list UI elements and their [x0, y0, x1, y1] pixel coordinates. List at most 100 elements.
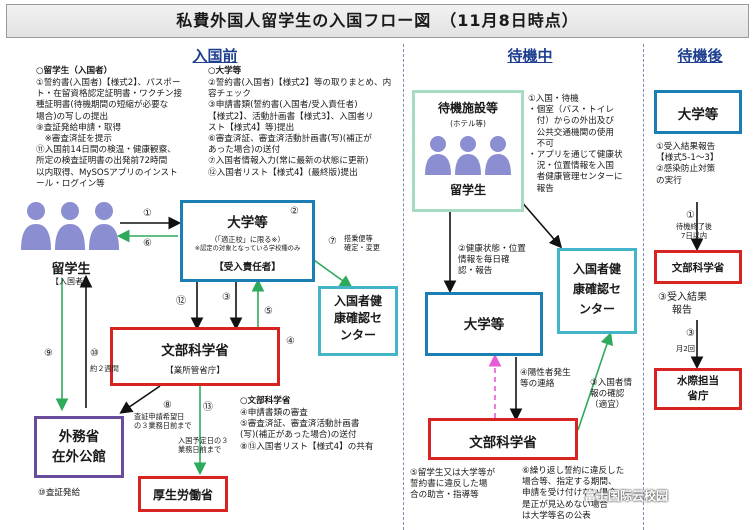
- watermark-text: 富士国际云校园: [584, 489, 669, 503]
- student-line: 種証明書(待機期間の短縮が必要な: [36, 100, 169, 111]
- waiting-step-4-line: ④陽性者発生: [520, 368, 571, 378]
- waiting-step-6-line: は大学等名の公表: [522, 510, 591, 521]
- waiting-step-4-note: ④陽性者発生 等の連絡: [520, 368, 571, 390]
- mhlw-box: 厚生労働省: [138, 476, 228, 512]
- student-line: 場合)の写しの提出: [36, 111, 109, 122]
- after-step-1-line: の実行: [656, 175, 682, 186]
- section-divider-2: [643, 44, 644, 530]
- step-6-label: ⑥: [143, 238, 152, 249]
- waiting-line: 況・位置情報を入国: [528, 161, 614, 172]
- student-text-head: ○留学生（入国者）: [36, 66, 113, 76]
- step-13-note-line: 業務日前まで: [178, 445, 222, 454]
- waiting-step-6-line: 是正が見込めない場合: [522, 499, 608, 510]
- step-3-label: ③: [222, 292, 231, 303]
- waiting-step-5-line: 誓約書に違反した場: [410, 479, 488, 490]
- after-mext-title: 文部科学省: [671, 262, 725, 274]
- university-box-sub: 【受入責任者】: [214, 262, 281, 273]
- waiting-health-center-line: ンター: [578, 302, 615, 316]
- university-line: 容チェック: [208, 89, 251, 100]
- waiting-step-2-note: ②健康状態・位置 情報を毎日確 認・報告: [458, 244, 526, 278]
- mext-box: 文部科学省 【業所管省庁】: [110, 327, 280, 386]
- section-waiting-header: 待機中: [507, 47, 553, 65]
- students-people-icon: [21, 202, 119, 250]
- waiting-line: 不可: [528, 138, 554, 149]
- university-box-note1: （「適正校」に限る※）: [210, 235, 285, 244]
- after-twice-monthly-note: 月2回: [676, 344, 695, 353]
- after-university-box: 大学等: [654, 90, 742, 134]
- waiting-step-3-line: （適宜）: [590, 400, 625, 411]
- step-13-note-line: 入国予定日の３: [178, 436, 229, 445]
- student-line: ⑨査証発給申請・取得: [36, 122, 122, 133]
- border-ministries-box: 水際担当 省庁: [654, 368, 742, 410]
- university-box: 大学等 （「適正校」に限る※） ※認定の対象となっている学校種のみ 【受入責任者…: [180, 200, 315, 282]
- mext-text-head: ○文部科学省: [240, 396, 291, 406]
- mofa-box-line: 在外公館: [52, 449, 106, 465]
- waiting-conditions-list: ①入国・待機 ・個室（バス・トイレ 付）からの外出及び 公共交通機関の使用 不可…: [528, 94, 623, 195]
- waiting-university-box: 大学等: [425, 292, 543, 356]
- waiting-step-5-line: 合の助言・指導等: [410, 490, 479, 501]
- waiting-line: 付）からの外出及び: [528, 116, 614, 127]
- mext-line: ⑤審査済証、審査済活動計画書: [240, 419, 360, 430]
- step-9-label: ⑨: [44, 348, 53, 359]
- mext-box-sub: 【業所管省庁】: [165, 366, 225, 376]
- mext-line: ⑧⑬入国者リスト【様式4】の共有: [240, 441, 374, 452]
- student-line: 以内取得、MySOSアプリのインスト: [36, 167, 178, 178]
- waiting-mext-title: 文部科学省: [469, 435, 537, 451]
- waiting-step-2-line: 認・報告: [458, 266, 493, 277]
- waiting-step-5-note: ⑤留学生又は大学等が 誓約書に違反した場 合の助言・指導等: [410, 468, 495, 502]
- entrant-health-center-line: 康確認セ: [333, 311, 382, 325]
- waiting-facility-box: 待機施設等 (ホテル等) 留学生: [412, 90, 524, 212]
- mext-text-block: ④申請書類の審査 ⑤審査済証、審査済活動計画書 (写)(補正があった場合)の送付…: [240, 408, 374, 453]
- section-before-header: 入国前: [192, 47, 238, 65]
- mhlw-box-title: 厚生労働省: [152, 488, 213, 502]
- step-7-note-line: 搭乗便等: [344, 234, 373, 243]
- university-line: あった場合)の送付: [208, 145, 281, 156]
- waiting-students-people-icon: [425, 136, 511, 175]
- after-step-3-note: ③受入結果 報告: [658, 291, 707, 317]
- after-step-1-arrow-label: ①: [686, 210, 695, 221]
- step-7-label: ⑦: [328, 236, 337, 247]
- after-step-3-arrow-label: ③: [686, 328, 695, 339]
- waiting-student-label: 留学生: [449, 183, 486, 197]
- section-divider-1: [403, 44, 404, 530]
- after-mext-box: 文部科学省: [654, 250, 742, 284]
- university-text-head: ○大学等: [208, 66, 242, 76]
- waiting-health-center-line: 入国者健: [572, 262, 621, 276]
- step-4-label: ④: [286, 336, 295, 347]
- step-13-note: 入国予定日の３ 業務日前まで: [178, 436, 228, 454]
- step-8-label: ⑧: [163, 400, 172, 411]
- student-label: 留学生: [51, 262, 91, 277]
- student-line: 所定の検査証明書の出発前72時間: [36, 156, 168, 167]
- after-step-1-line: 【様式5-1～3】: [656, 153, 719, 164]
- university-line: スト【様式4】等)提出: [208, 122, 295, 133]
- entrant-health-center-line: ンター: [339, 328, 376, 342]
- waiting-line: 者健康管理センターに: [528, 172, 623, 183]
- step-7-note: 搭乗便等 確定・変更: [344, 234, 380, 252]
- step-13-label: ⑬: [203, 402, 213, 413]
- waiting-step-6-note: ⑥繰り返し誓約に違反した 場合等、指定する期間、 申請を受け付けない場合 是正が…: [522, 466, 624, 522]
- university-line: ⑫入国者リスト【様式4】(最終版)提出: [208, 167, 358, 178]
- student-line: ※審査済証を提示: [36, 134, 112, 145]
- after-step-3-line: 報告: [672, 305, 692, 316]
- waiting-line: ・個室（バス・トイレ: [528, 105, 614, 116]
- after-step-1-line: ②感染防止対策: [656, 164, 716, 175]
- after-step-1-line: ①受入結果報告: [656, 142, 716, 152]
- entrant-health-center-line: 入国者健: [333, 294, 382, 308]
- after-university-title: 大学等: [677, 107, 719, 123]
- step-5-label: ⑤: [264, 306, 273, 317]
- after-wait-note-line: 7日以内: [680, 231, 708, 240]
- waiting-line: ①入国・待機: [528, 94, 579, 104]
- waiting-step-3-note: ③入国者情 報の確認 （適宜）: [590, 378, 632, 412]
- student-sublabel: 【入国者】: [51, 277, 91, 286]
- student-line: ト・在留資格認定証明書・ワクチン接: [36, 89, 183, 100]
- university-box-note2: ※認定の対象となっている学校種のみ: [194, 245, 301, 252]
- mofa-box: 外務省 在外公館: [34, 416, 124, 478]
- after-step-1-note: ①受入結果報告 【様式5-1～3】 ②感染防止対策 の実行: [656, 142, 718, 187]
- university-box-title: 大学等: [227, 215, 268, 231]
- step-8-note-line: の３業務日前まで: [134, 421, 192, 430]
- waiting-line: 公共交通機関の使用: [528, 127, 614, 138]
- step-8-note-line: 査証申請希望日: [134, 412, 185, 421]
- waiting-step-3-line: ③入国者情: [590, 378, 633, 388]
- waiting-step-6-line: 申請を受け付けない場合: [522, 488, 617, 499]
- waiting-health-center-box: 入国者健 康確認セ ンター: [557, 248, 637, 334]
